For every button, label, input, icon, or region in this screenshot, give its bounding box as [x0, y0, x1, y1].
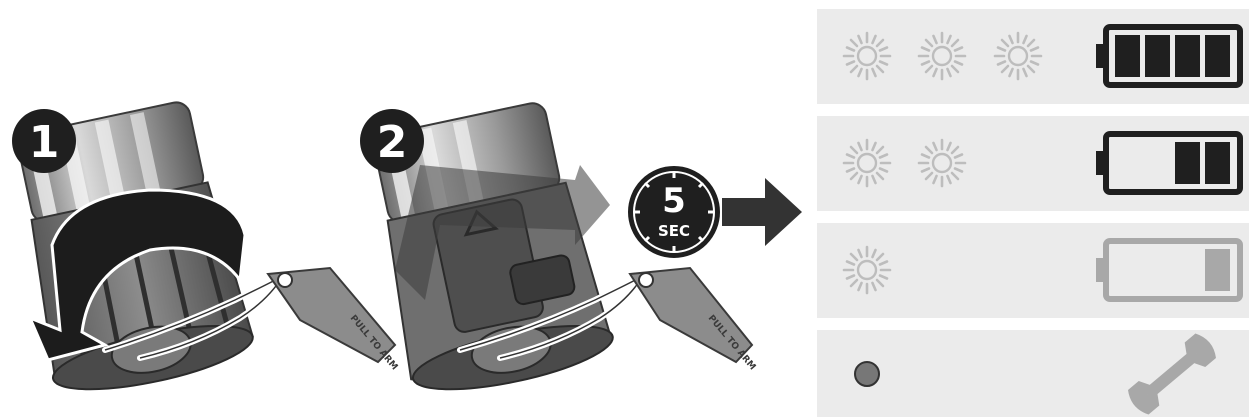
battery-full-icon: [1096, 27, 1240, 85]
status-row-4: [817, 330, 1249, 417]
dot-icon: [855, 362, 879, 386]
timer-value: 5: [662, 181, 686, 221]
status-row-1: [817, 9, 1249, 104]
step-2-badge: 2: [360, 109, 424, 173]
timer-group: 5 SEC: [626, 164, 802, 260]
status-row-2: [817, 116, 1249, 211]
step-1-number: 1: [29, 117, 60, 168]
result-arrow: [722, 178, 802, 246]
step-2-number: 2: [377, 117, 408, 168]
status-panels: [817, 9, 1249, 417]
status-row-3: [817, 223, 1249, 318]
step-1-badge: 1: [12, 109, 76, 173]
timer-unit: SEC: [658, 222, 690, 240]
pull-tag-2: PULL TO ARM: [630, 268, 757, 372]
pull-tag-1: PULL TO ARM: [268, 268, 399, 372]
step-1-illustration: PULL TO ARM 1: [2, 97, 399, 403]
